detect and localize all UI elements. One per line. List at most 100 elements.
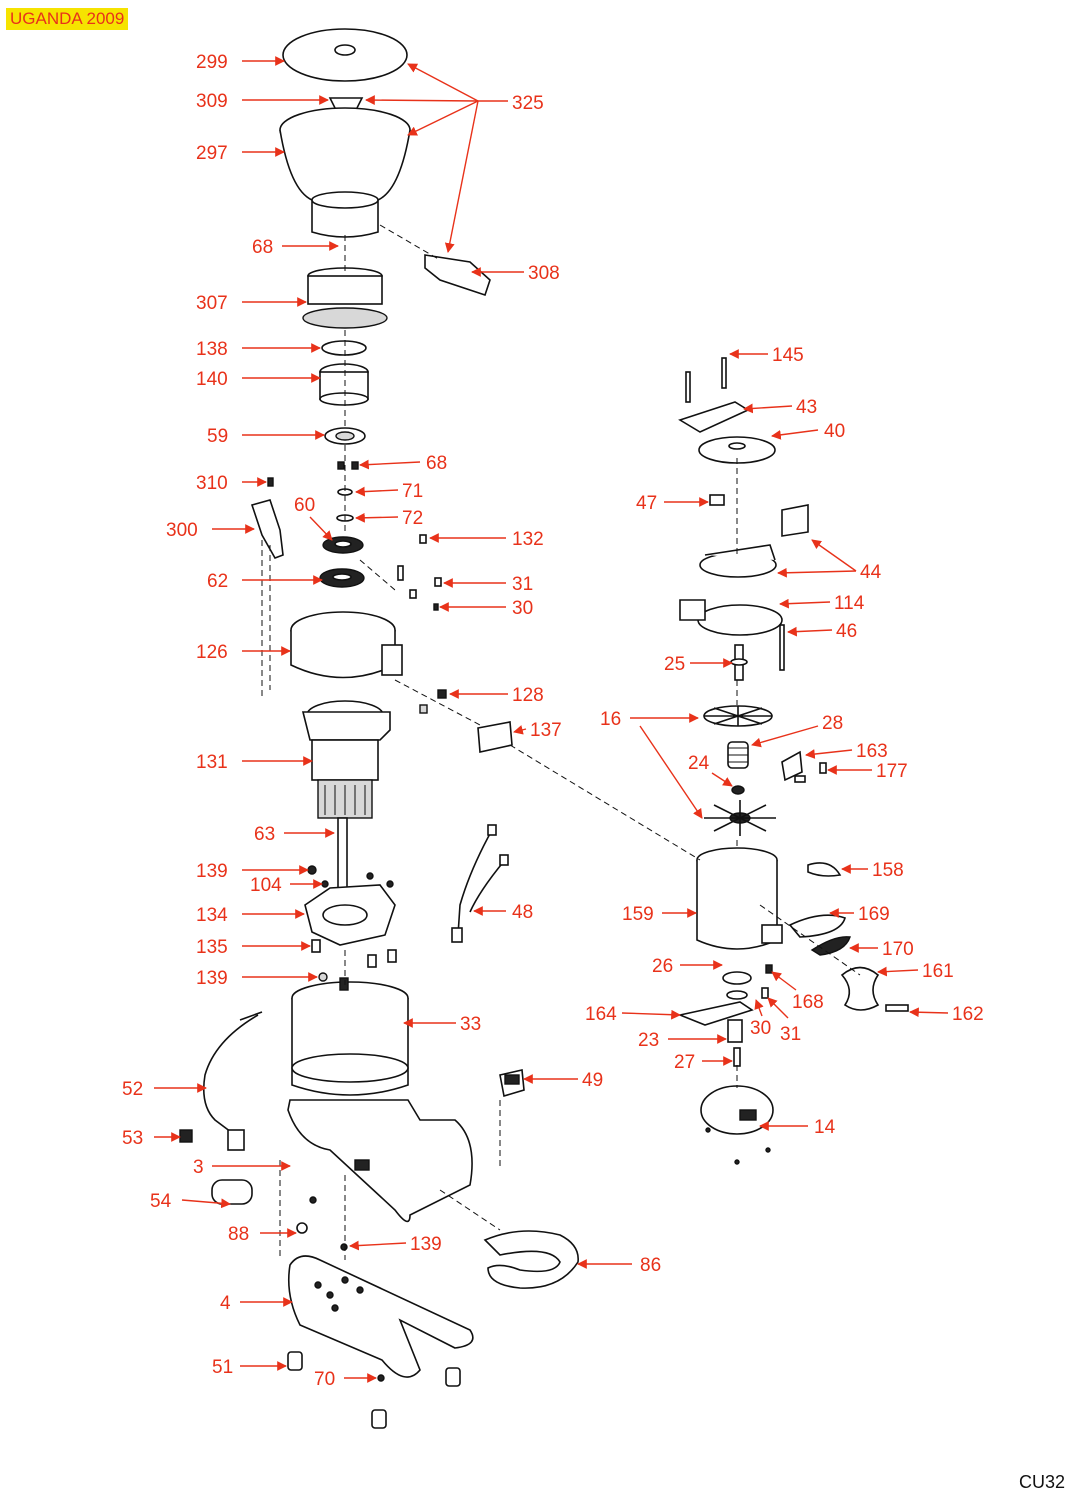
label-62: 62 <box>207 571 228 592</box>
label-177: 177 <box>876 761 908 782</box>
label-297: 297 <box>196 143 228 164</box>
label-48: 48 <box>512 902 533 923</box>
label-170: 170 <box>882 939 914 960</box>
part-bushing <box>319 363 369 406</box>
part-grinding-chamber <box>290 611 403 679</box>
part-housing-33 <box>291 977 409 1096</box>
label-68-top: 68 <box>252 237 273 258</box>
label-168: 168 <box>792 992 824 1013</box>
part-doser-housing-159 <box>696 847 783 950</box>
label-299: 299 <box>196 52 228 73</box>
label-33: 33 <box>460 1014 481 1035</box>
part-power-cord <box>179 1011 263 1151</box>
part-spindle-25 <box>730 644 748 681</box>
label-309: 309 <box>196 91 228 112</box>
label-169: 169 <box>858 904 890 925</box>
label-114: 114 <box>834 593 865 614</box>
label-63: 63 <box>254 824 275 845</box>
label-44: 44 <box>860 562 882 583</box>
label-49: 49 <box>582 1070 603 1091</box>
part-switch-49 <box>499 1069 525 1098</box>
label-162: 162 <box>952 1004 984 1025</box>
part-bearing <box>324 427 366 445</box>
part-capacitor <box>211 1179 348 1251</box>
label-164: 164 <box>585 1004 617 1025</box>
part-cover-169 <box>788 914 846 938</box>
part-labels: 299 309 325 297 68 308 307 138 140 59 68… <box>122 52 984 1390</box>
label-14: 14 <box>814 1117 836 1138</box>
label-16: 16 <box>600 709 621 730</box>
part-clip-47 <box>709 494 725 506</box>
part-burr-lower <box>319 568 365 588</box>
label-158: 158 <box>872 860 904 881</box>
label-131: 131 <box>196 752 228 773</box>
label-137: 137 <box>530 720 562 741</box>
label-86: 86 <box>640 1255 661 1276</box>
label-161: 161 <box>922 961 954 982</box>
label-3: 3 <box>193 1157 204 1178</box>
part-wires-48 <box>451 824 509 943</box>
part-pin-23 <box>727 1019 743 1067</box>
part-dial-14 <box>700 1085 774 1165</box>
label-72: 72 <box>402 508 423 529</box>
part-hopper <box>279 107 411 238</box>
part-shaft <box>337 817 348 899</box>
part-hopper-lid <box>282 28 408 82</box>
part-bottom-plate-4 <box>287 1255 474 1378</box>
part-fasteners-168 <box>761 964 773 999</box>
label-325: 325 <box>512 93 544 114</box>
label-307: 307 <box>196 293 228 314</box>
part-star-lower-16 <box>704 800 776 836</box>
label-132: 132 <box>512 529 544 550</box>
part-feet <box>287 1351 461 1429</box>
part-star-upper-16 <box>703 705 773 727</box>
label-308: 308 <box>528 263 560 284</box>
label-27: 27 <box>674 1052 695 1073</box>
part-knob-161 <box>840 966 880 1011</box>
part-microswitch <box>250 499 284 559</box>
part-screw-162 <box>885 1004 909 1012</box>
label-134: 134 <box>196 905 228 926</box>
label-25: 25 <box>664 654 685 675</box>
label-71: 71 <box>402 481 423 502</box>
part-seal-ring <box>321 340 367 356</box>
label-140: 140 <box>196 369 228 390</box>
label-26: 26 <box>652 956 673 977</box>
label-53: 53 <box>122 1128 143 1149</box>
part-washer-26 <box>722 971 752 1000</box>
part-screws-145 <box>685 357 727 403</box>
label-163: 163 <box>856 741 888 762</box>
label-104: 104 <box>250 875 282 896</box>
leader-lines <box>154 56 949 1383</box>
label-24: 24 <box>688 753 710 774</box>
part-bracket-163 <box>781 750 827 783</box>
label-43: 43 <box>796 397 817 418</box>
part-base-3 <box>287 1099 473 1223</box>
label-51: 51 <box>212 1357 233 1378</box>
part-flap <box>424 254 491 297</box>
part-bracket-43 <box>678 401 750 433</box>
part-spring-28 <box>727 741 749 769</box>
part-lever-164 <box>677 1001 754 1026</box>
label-135: 135 <box>196 937 228 958</box>
label-126: 126 <box>196 642 228 663</box>
label-159: 159 <box>622 904 654 925</box>
label-88: 88 <box>228 1224 249 1245</box>
label-59: 59 <box>207 426 228 447</box>
part-plate-137 <box>477 721 513 753</box>
label-47: 47 <box>636 493 657 514</box>
label-31-right: 31 <box>780 1024 801 1045</box>
label-139-a: 139 <box>196 861 228 882</box>
label-40: 40 <box>824 421 845 442</box>
footer-code: CU32 <box>1018 1472 1065 1492</box>
part-cover-158 <box>807 862 842 877</box>
label-68-mid: 68 <box>426 453 447 474</box>
part-motor-mount-plate <box>304 865 397 982</box>
label-4: 4 <box>220 1293 231 1314</box>
part-ring-114 <box>679 599 785 671</box>
label-300: 300 <box>166 520 198 541</box>
label-138: 138 <box>196 339 228 360</box>
part-small-fasteners-2 <box>397 534 442 611</box>
label-46: 46 <box>836 621 857 642</box>
